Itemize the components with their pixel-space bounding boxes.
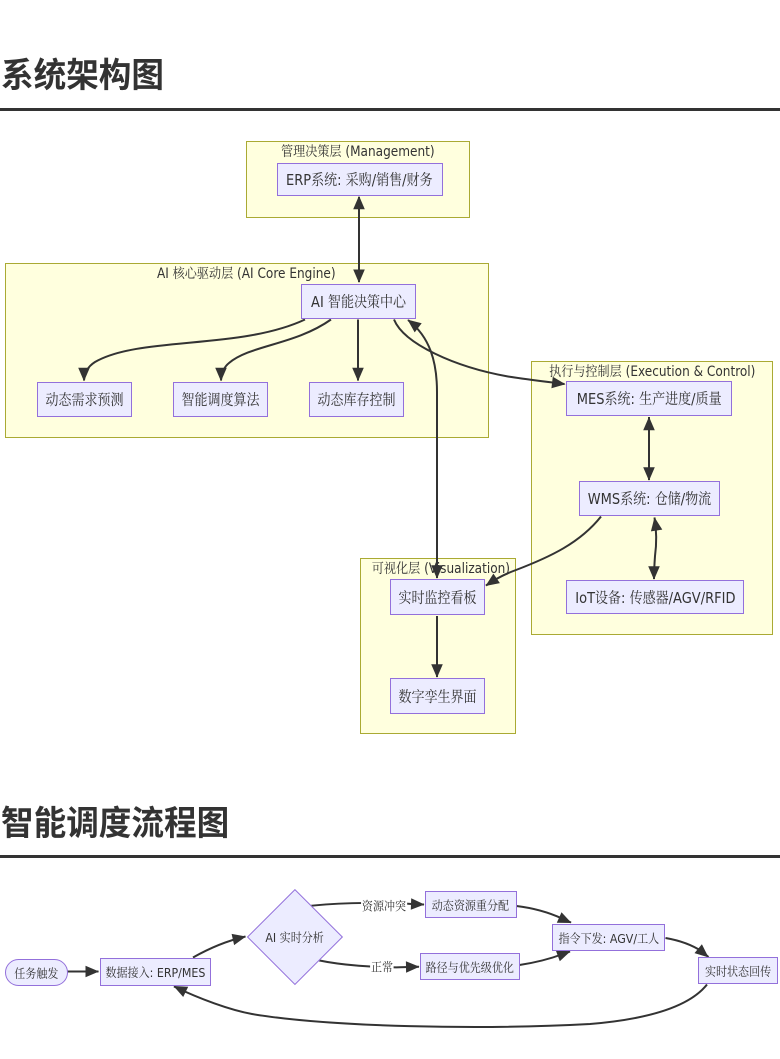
node-ingest: 数据接入: ERP/MES — [100, 958, 211, 986]
node-optimize: 路径与优先级优化 — [420, 953, 520, 980]
node-forecast: 动态需求预测 — [36, 381, 132, 417]
edge-analysis-optimize — [316, 959, 420, 969]
node-ai-center-label: AI 智能决策中心 — [311, 293, 407, 311]
edge-trigger-ingest-arrowhead-0 — [85, 965, 99, 978]
node-reallocate: 动态资源重分配 — [425, 891, 517, 918]
node-dashboard: 实时监控看板 — [390, 579, 485, 615]
node-erp-label: ERP系统: 采购/销售/财务 — [286, 171, 433, 190]
edge-ai-forecast-arrowhead-0 — [78, 367, 90, 382]
edge-ai-dashboard-arrowhead-1 — [431, 565, 443, 579]
edge-dispatch-status-arrowhead-0 — [694, 944, 709, 958]
subgraph-management-title: 管理决策层 (Management) — [281, 144, 435, 160]
page-title-flowchart: 智能调度流程图 — [1, 795, 230, 845]
node-scheduling: 智能调度算法 — [173, 381, 268, 417]
node-scheduling-label: 智能调度算法 — [181, 391, 260, 409]
node-analysis-label: AI 实时分析 — [265, 930, 325, 945]
node-wms-label: WMS系统: 仓储/物流 — [587, 490, 712, 509]
edge-ai-dashboard-arrowhead-0 — [407, 319, 422, 333]
node-inventory-label: 动态库存控制 — [317, 391, 396, 409]
edge-wms-dashboard — [485, 515, 602, 587]
node-dispatch: 指令下发: AGV/工人 — [552, 923, 665, 951]
edge-wms-iot-arrowhead-1 — [648, 566, 660, 580]
node-erp: ERP系统: 采购/销售/财务 — [276, 163, 443, 196]
edge-wms-iot-arrowhead-0 — [650, 517, 663, 532]
node-dispatch-label: 指令下发: AGV/工人 — [558, 930, 659, 946]
edge-label-conflict: 资源冲突 — [360, 895, 407, 914]
node-twin: 数字孪生界面 — [390, 678, 485, 714]
edge-mes-wms-arrowhead-1 — [643, 467, 655, 481]
node-status-label: 实时状态回传 — [704, 964, 771, 979]
node-analysis: AI 实时分析 — [235, 922, 355, 952]
node-mes: MES系统: 生产进度/质量 — [566, 381, 732, 416]
node-inventory: 动态库存控制 — [309, 381, 404, 417]
edge-ai-dashboard — [407, 319, 438, 578]
edge-ingest-analysis-arrowhead-0 — [231, 933, 246, 946]
edge-wms-dashboard-arrowhead-0 — [485, 573, 500, 586]
node-trigger-label: 任务触发 — [14, 965, 59, 981]
edge-ai-inventory-arrowhead-0 — [352, 367, 364, 382]
node-reallocate-label: 动态资源重分配 — [432, 898, 510, 913]
subgraph-ai-core-title: AI 核心驱动层 (AI Core Engine) — [157, 266, 337, 282]
node-ai-center: AI 智能决策中心 — [301, 283, 416, 319]
node-status: 实时状态回传 — [698, 957, 778, 984]
edge-erp-ai-arrowhead-1 — [353, 269, 365, 283]
edge-analysis-reallocate-arrowhead-0 — [410, 898, 425, 910]
node-iot: IoT设备: 传感器/AGV/RFID — [566, 580, 744, 614]
edge-ai-scheduling — [220, 318, 332, 381]
heading-rule-2 — [0, 855, 780, 858]
architecture-edges — [78, 195, 663, 678]
edge-erp-ai-arrowhead-0 — [353, 195, 365, 210]
node-wms: WMS系统: 仓储/物流 — [579, 481, 720, 516]
edge-reallocate-dispatch-arrowhead-0 — [556, 912, 572, 923]
node-forecast-label: 动态需求预测 — [44, 391, 124, 409]
node-iot-label: IoT设备: 传感器/AGV/RFID — [574, 589, 736, 607]
node-optimize-label: 路径与优先级优化 — [425, 960, 514, 975]
edge-status-ingest — [173, 983, 708, 1028]
edge-status-ingest-arrowhead-0 — [173, 986, 189, 997]
edge-label-normal: 正常 — [369, 956, 394, 975]
node-trigger: 任务触发 — [5, 958, 68, 986]
edge-ai-mes — [393, 319, 565, 385]
edge-dashboard-twin-arrowhead-0 — [431, 664, 443, 678]
subgraph-execution-title: 执行与控制层 (Execution & Control) — [548, 363, 755, 380]
edge-analysis-optimize-arrowhead-0 — [405, 961, 420, 973]
page-title-architecture: 系统架构图 — [1, 46, 165, 97]
node-mes-label: MES系统: 生产进度/质量 — [576, 390, 722, 409]
edge-ai-scheduling-arrowhead-0 — [215, 367, 227, 382]
edge-ai-mes-arrowhead-0 — [551, 376, 566, 389]
edge-optimize-dispatch-arrowhead-0 — [555, 950, 571, 962]
edge-ai-forecast — [83, 318, 306, 381]
edge-mes-wms-arrowhead-0 — [643, 416, 655, 431]
node-ingest-label: 数据接入: ERP/MES — [105, 965, 206, 981]
node-twin-label: 数字孪生界面 — [398, 687, 477, 706]
node-dashboard-label: 实时监控看板 — [398, 589, 477, 607]
heading-rule-1 — [0, 108, 780, 111]
